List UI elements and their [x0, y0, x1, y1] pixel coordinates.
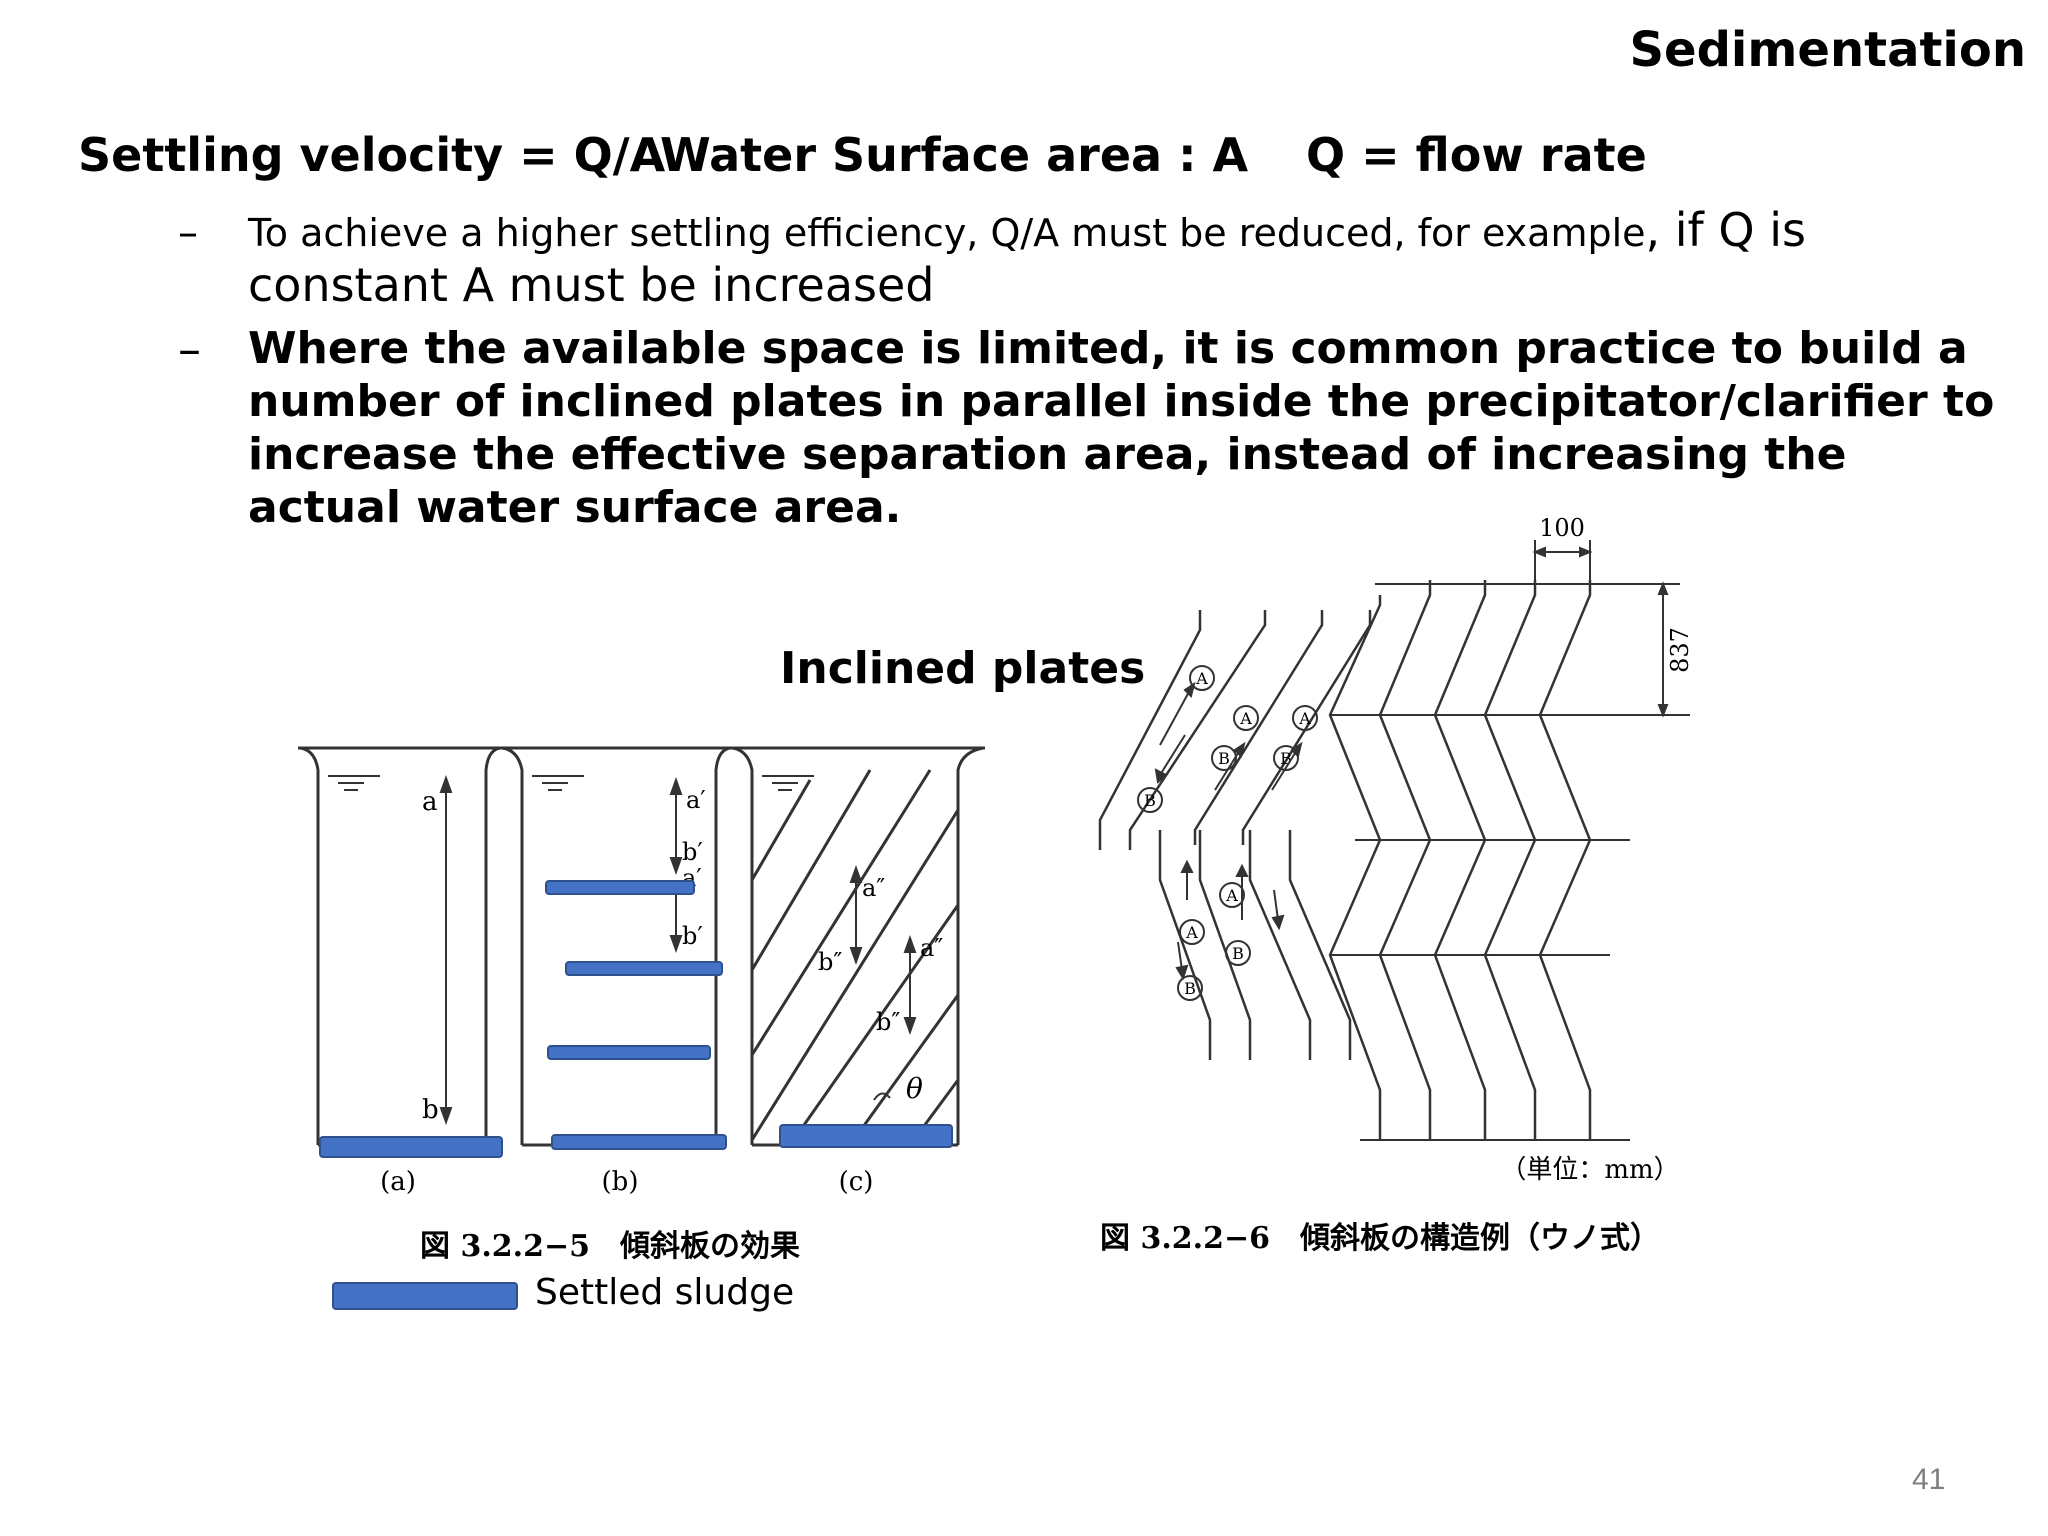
- svg-text:A: A: [1185, 923, 1198, 942]
- label-a-prime: a′: [686, 786, 706, 814]
- tank-a-left-wall: [299, 746, 320, 1145]
- svg-text:A: A: [1225, 886, 1238, 905]
- svg-text:B: B: [1144, 791, 1156, 810]
- panel-label-b: (b): [602, 1167, 639, 1197]
- sludge-bar-tank-c: [779, 1124, 953, 1148]
- tank-c-settling-arrows: [849, 865, 917, 1035]
- label-b-prime-2: b′: [682, 922, 703, 950]
- label-theta: θ: [906, 1072, 923, 1105]
- tank-b-right-wall: [714, 746, 731, 1145]
- sludge-bar-tank-a: [319, 1136, 503, 1158]
- angle-arc: [873, 1092, 891, 1101]
- slide-title: Sedimentation: [1629, 22, 2026, 78]
- bullet-text: To achieve a higher settling efficiency,…: [248, 204, 2008, 314]
- settling-tanks-figure: a b a′ b′ a′ b′ a″ b″ a″ b″ θ: [298, 746, 985, 1264]
- label-a-double-prime: a″: [862, 874, 885, 902]
- page-number: 41: [1912, 1463, 1946, 1496]
- svg-text:B: B: [1184, 979, 1196, 998]
- figure-caption-right: 図 3.2.2−6 傾斜板の構造例（ウノ式）: [1100, 1221, 1660, 1256]
- label-a: a: [422, 787, 438, 817]
- svg-text:A: A: [1195, 669, 1208, 688]
- dimension-height-label: 837: [1666, 627, 1694, 673]
- inclined-plate-structure-figure: A B A B A B A B A B: [1098, 514, 1694, 1256]
- water-surface-symbols: [328, 775, 814, 791]
- dimension-lines: [1532, 540, 1680, 718]
- panel-label-a: (a): [380, 1167, 416, 1197]
- sludge-bar-b3: [547, 1045, 711, 1060]
- tank-c-right-wall: [956, 746, 984, 1145]
- tie-rods: [1330, 583, 1690, 1141]
- svg-text:A: A: [1298, 709, 1311, 728]
- sludge-bar-b2: [565, 961, 723, 976]
- tank-b-settling-arrows: [669, 777, 683, 953]
- svg-text:B: B: [1280, 749, 1292, 768]
- flow-rate-definition: Q = flow rate: [1306, 128, 1647, 182]
- surface-area-definition: Water Surface area : A: [660, 128, 1249, 182]
- sludge-bar-tank-b: [551, 1134, 727, 1150]
- flow-marker-letters: A B A B A B A B A B: [1144, 669, 1311, 998]
- flow-channel-plates: [1098, 610, 1372, 1060]
- settling-velocity-formula: Settling velocity = Q/A: [78, 128, 666, 182]
- tank-a-settling-arrow: [439, 775, 453, 1125]
- sludge-bar-b1: [545, 880, 695, 895]
- flow-markers: [1137, 665, 1318, 1001]
- tank-a-right-wall: [484, 746, 501, 1145]
- svg-text:A: A: [1239, 709, 1252, 728]
- bullet-text-large: , if Q is constant A must be increased: [248, 203, 1806, 312]
- bullet-text: Where the available space is limited, it…: [248, 323, 1995, 533]
- zigzag-plates: [1328, 580, 1592, 1140]
- figure-caption-left: 図 3.2.2−5 傾斜板の効果: [420, 1229, 800, 1264]
- settled-sludge-bars: [319, 880, 953, 1158]
- svg-text:B: B: [1218, 749, 1230, 768]
- dimension-width-label: 100: [1539, 514, 1585, 542]
- inclined-plates-label: Inclined plates: [780, 643, 1146, 694]
- panel-label-c: (c): [839, 1167, 874, 1197]
- bullet-dash: –: [178, 210, 198, 256]
- svg-text:B: B: [1232, 944, 1244, 963]
- flow-arrows: [1154, 681, 1303, 981]
- sludge-legend-swatch: [332, 1282, 518, 1310]
- label-b-double-prime: b″: [818, 948, 842, 976]
- bullet-dash: –: [178, 322, 201, 376]
- label-b: b: [422, 1095, 439, 1125]
- sludge-legend-label: Settled sludge: [535, 1272, 795, 1313]
- bullet-text-small: To achieve a higher settling efficiency,…: [248, 211, 1646, 255]
- label-a-double-prime-2: a″: [920, 934, 943, 962]
- unit-label: （単位：mm）: [1500, 1155, 1679, 1185]
- tank-c-left-wall: [731, 746, 754, 1145]
- tank-b-left-wall: [501, 746, 524, 1145]
- label-b-prime: b′: [682, 838, 703, 866]
- label-b-double-prime-2: b″: [876, 1008, 900, 1036]
